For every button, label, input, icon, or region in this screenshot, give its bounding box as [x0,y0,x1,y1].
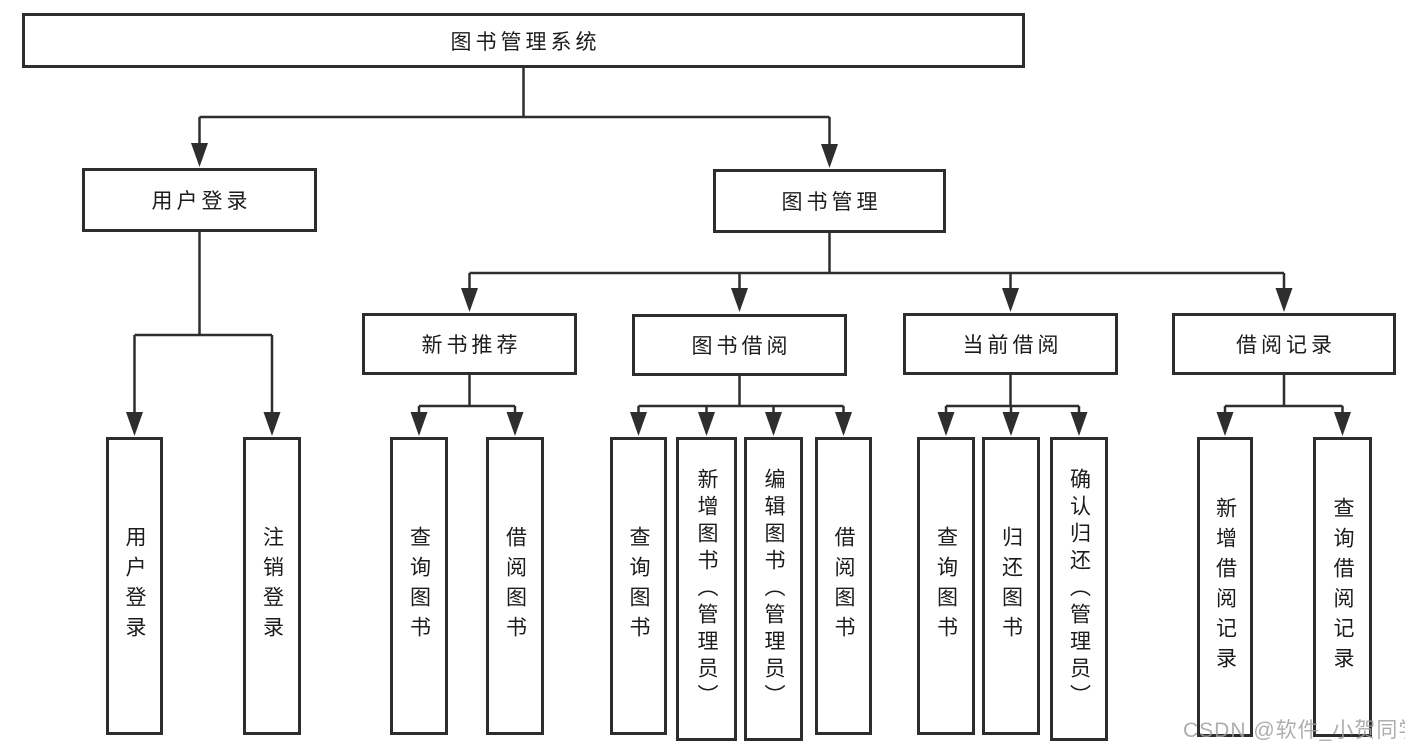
node-confirm-return-admin: 确认归还（管理员） [1050,437,1108,741]
node-return-books: 归还图书 [982,437,1040,735]
arrowhead-borrow-books-1 [506,412,524,436]
connector-newbookrec-to-leaves [417,375,517,415]
connector-currentborrow-to-leaves [944,375,1081,415]
arrowhead-edit-book [765,412,782,436]
node-edit-book-admin: 编辑图书（管理员） [744,437,803,741]
node-user-login-leaf: 用户登录 [106,437,163,735]
arrowhead-add-book [698,412,715,436]
arrowhead-confirm-return [1070,412,1088,436]
arrowhead-query-borrow-record [1334,412,1351,436]
watermark-csdn: CSDN @软件_小贺同学 [1183,719,1405,742]
node-add-borrow-record: 新增借阅记录 [1197,437,1253,737]
connector-userlogin-to-leaves [133,232,274,414]
node-query-borrow-record: 查询借阅记录 [1313,437,1372,737]
node-book-borrow: 图书借阅 [632,314,847,376]
arrowhead-user-login-leaf [126,412,143,436]
arrowhead-book-borrow [731,288,748,312]
arrowhead-book-mgmt [821,144,838,168]
node-borrow-books-2: 借阅图书 [815,437,872,735]
node-new-book-rec: 新书推荐 [362,313,577,375]
node-query-books-3: 查询图书 [917,437,975,735]
arrowhead-borrow-books-2 [835,412,852,436]
arrowhead-return-books [1002,412,1020,436]
arrowheads [126,143,1351,436]
arrowhead-add-borrow-record [1216,412,1234,436]
node-book-mgmt: 图书管理 [713,169,946,233]
node-borrow-books-1: 借阅图书 [486,437,544,735]
arrowhead-logout [263,412,281,436]
connector-bookborrow-to-leaves [637,376,845,415]
node-logout: 注销登录 [243,437,301,735]
arrowhead-new-book-rec [461,288,478,312]
node-query-books-2: 查询图书 [610,437,667,735]
node-borrow-records: 借阅记录 [1172,313,1396,375]
node-root-system: 图书管理系统 [22,13,1025,68]
connector-root-to-level2 [198,68,831,148]
node-user-login: 用户登录 [82,168,317,232]
arrowhead-current-borrow [1002,288,1019,312]
node-query-books-1: 查询图书 [390,437,448,735]
arrowhead-query-books-3 [937,412,955,436]
node-add-book-admin: 新增图书（管理员） [676,437,737,741]
arrowhead-query-books-1 [410,412,428,436]
arrowhead-query-books-2 [630,412,647,436]
connector-borrowrecords-to-leaves [1223,375,1344,415]
arrowhead-user-login [191,143,208,167]
node-current-borrow: 当前借阅 [903,313,1118,375]
connector-bookmgmt-to-level3 [468,233,1286,292]
arrowhead-borrow-records [1275,288,1293,312]
